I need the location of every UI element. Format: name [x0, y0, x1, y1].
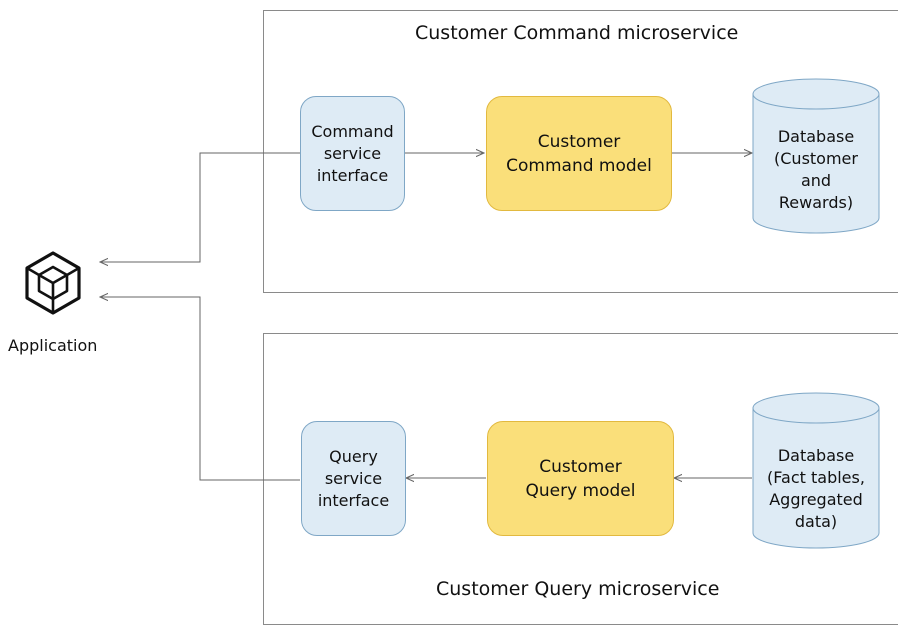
query-database-cylinder	[752, 392, 880, 549]
query-database-label: Database (Fact tables, Aggregated data)	[767, 446, 865, 531]
query-to-application-arrow	[100, 297, 300, 481]
command-database-label: Database (Customer and Rewards)	[774, 127, 858, 212]
application-label: Application	[8, 336, 98, 355]
query-service-interface: Query service interface	[301, 421, 406, 536]
command-microservice-title: Customer Command microservice	[415, 22, 739, 44]
command-service-interface: Command service interface	[300, 96, 405, 211]
command-microservice-boundary	[263, 10, 898, 293]
customer-command-model: Customer Command model	[486, 96, 672, 211]
query-microservice-title: Customer Query microservice	[436, 578, 720, 600]
command-database-cylinder	[752, 78, 880, 234]
cube-icon	[25, 251, 81, 315]
customer-query-model: Customer Query model	[487, 421, 674, 536]
command-to-application-arrow	[100, 152, 300, 262]
